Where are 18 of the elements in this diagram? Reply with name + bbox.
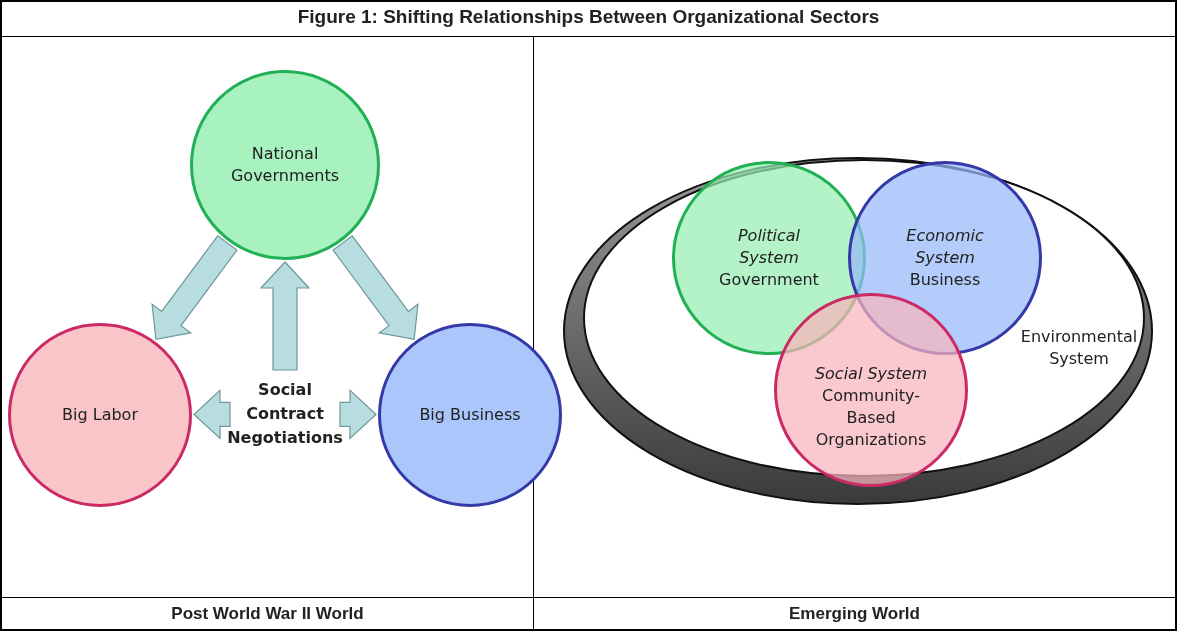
block-arrow	[193, 389, 231, 440]
node-text: Community-Based Organizations	[814, 385, 928, 451]
node-text: Big Business	[418, 404, 522, 426]
node-text: Environmental System	[1019, 326, 1139, 370]
node-text: Economic System	[905, 225, 985, 269]
panel-caption: Post World War II World	[170, 604, 365, 624]
node-text: Business	[908, 269, 982, 291]
node-text: National Governments	[229, 143, 341, 187]
block-arrow	[339, 389, 377, 440]
block-arrow	[332, 234, 419, 341]
panel-caption: Emerging World	[788, 604, 921, 624]
figure-title: Figure 1: Shifting Relationships Between Organizational Sectors	[296, 6, 881, 28]
node-text: Political System	[736, 225, 802, 269]
block-arrow	[259, 261, 311, 371]
block-arrow	[151, 234, 238, 341]
node-text: Government	[718, 269, 820, 291]
node-text: Big Labor	[61, 404, 139, 426]
node-text: Social System	[813, 363, 929, 385]
